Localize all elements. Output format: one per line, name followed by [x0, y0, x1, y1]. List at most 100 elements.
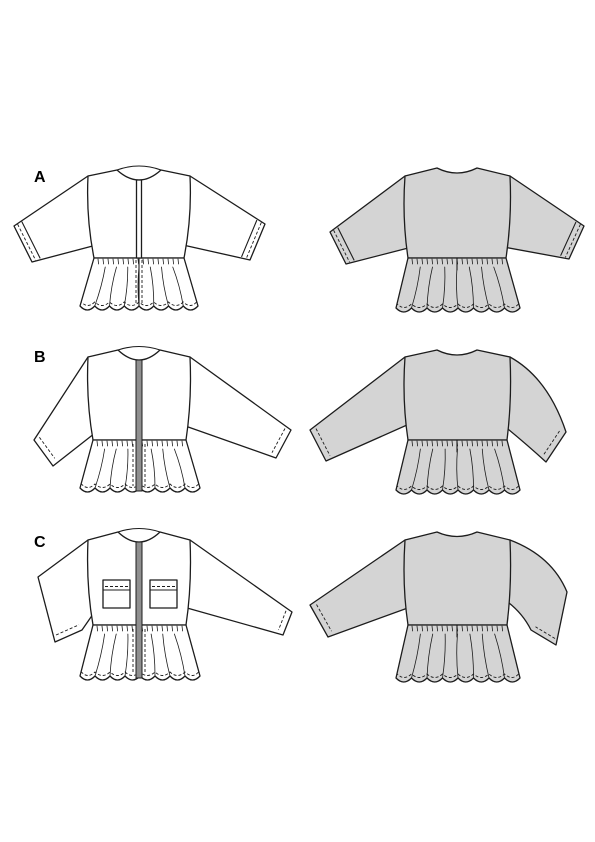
- gather-mark: [431, 440, 434, 447]
- left-cuff-stitching: [55, 624, 80, 636]
- view-label-c: C: [34, 534, 46, 551]
- right-cuff-stitching: [535, 626, 556, 639]
- gather-mark: [167, 258, 170, 265]
- gather-mark: [486, 440, 489, 447]
- gather-mark: [147, 258, 150, 265]
- peplum-fold-line: [94, 448, 106, 489]
- gather-mark: [411, 258, 414, 265]
- peplum-fold-line: [162, 448, 171, 489]
- gather-mark: [177, 258, 180, 265]
- gather-mark: [106, 625, 108, 632]
- peplum-fold-line: [481, 633, 490, 679]
- peplum-fold-line: [411, 266, 421, 309]
- view-label-b: B: [34, 349, 46, 366]
- peplum-fold-line: [468, 266, 474, 309]
- gather-mark: [436, 625, 439, 632]
- peplum: [395, 624, 521, 683]
- bodice: [403, 167, 512, 259]
- gather-mark: [441, 258, 444, 265]
- gather-mark: [151, 440, 154, 447]
- peplum-fold-line: [411, 633, 421, 679]
- gather-mark: [151, 625, 154, 632]
- gather-mark: [101, 440, 103, 447]
- peplum-fold-line: [109, 633, 117, 677]
- peplum-fold-line: [493, 266, 505, 309]
- gather-mark: [446, 258, 449, 265]
- gather-mark: [486, 625, 489, 632]
- left-cuff-stitching: [17, 223, 37, 261]
- center-front-closure: [135, 179, 143, 259]
- gather-mark: [501, 258, 504, 265]
- right-cuff-fold: [241, 219, 258, 258]
- left-cuff-stitching: [316, 604, 332, 632]
- gather-mark: [156, 625, 159, 632]
- gather-mark: [471, 440, 474, 447]
- gather-mark: [441, 440, 444, 447]
- peplum-fold-line: [411, 448, 421, 491]
- right-sleeve: [173, 356, 292, 459]
- gather-mark: [416, 625, 419, 632]
- left-cuff-stitching: [315, 428, 331, 456]
- bodice: [403, 531, 512, 626]
- gather-mark: [421, 258, 424, 265]
- gather-mark: [451, 258, 454, 265]
- left-cuff-fold: [337, 227, 355, 261]
- gather-mark: [426, 440, 429, 447]
- gather-mark: [132, 258, 135, 265]
- gather-mark: [481, 258, 484, 265]
- gather-mark: [106, 440, 108, 447]
- gather-mark: [501, 625, 504, 632]
- view-a-front: [13, 165, 266, 311]
- left-cuff-fold: [21, 221, 41, 259]
- peplum-fold-line: [94, 266, 106, 307]
- view-a-back: [329, 167, 585, 313]
- gather-mark: [461, 440, 464, 447]
- pocket-bag: [149, 579, 178, 609]
- peplum-fold-line: [442, 266, 446, 309]
- right-cuff-stitching: [271, 428, 286, 453]
- gather-mark: [181, 440, 184, 447]
- gather-mark: [117, 258, 119, 265]
- gather-mark: [111, 625, 113, 632]
- gather-mark: [116, 440, 118, 447]
- gather-mark: [496, 258, 499, 265]
- peplum-fold-line: [149, 266, 155, 307]
- gather-mark: [411, 440, 414, 447]
- left-chest-pocket: [102, 579, 131, 609]
- peplum-fold-line: [469, 633, 474, 679]
- gather-mark: [431, 258, 434, 265]
- gather-mark: [431, 625, 434, 632]
- zipper: [135, 359, 143, 492]
- peplum-fold-line: [109, 448, 117, 489]
- back-neckline: [116, 165, 162, 171]
- gather-mark: [421, 625, 424, 632]
- gather-mark: [127, 258, 130, 265]
- peplum-fold-line: [173, 633, 186, 677]
- gather-mark: [481, 625, 484, 632]
- gather-mark: [112, 258, 114, 265]
- gather-mark: [421, 440, 424, 447]
- gather-mark: [441, 625, 444, 632]
- gather-mark: [96, 625, 98, 632]
- view-label-a: A: [34, 169, 46, 186]
- gather-mark: [142, 258, 145, 265]
- peplum-fold-line: [442, 448, 446, 491]
- bodice: [403, 349, 512, 441]
- gather-mark: [162, 258, 165, 265]
- gather-mark: [146, 440, 149, 447]
- pocket-bag: [102, 579, 131, 609]
- peplum-fold-line: [494, 633, 505, 679]
- view-c-back: [309, 531, 568, 683]
- gather-mark: [101, 625, 103, 632]
- gather-mark: [461, 625, 464, 632]
- gather-mark: [451, 440, 454, 447]
- gather-mark: [476, 440, 479, 447]
- back-neckline: [117, 527, 161, 533]
- left-sleeve: [329, 175, 417, 265]
- left-sleeve: [309, 539, 417, 638]
- gather-mark: [121, 440, 123, 447]
- peplum-fold-line: [469, 448, 474, 491]
- gather-mark: [166, 440, 169, 447]
- gather-mark: [166, 625, 169, 632]
- gather-mark: [161, 440, 164, 447]
